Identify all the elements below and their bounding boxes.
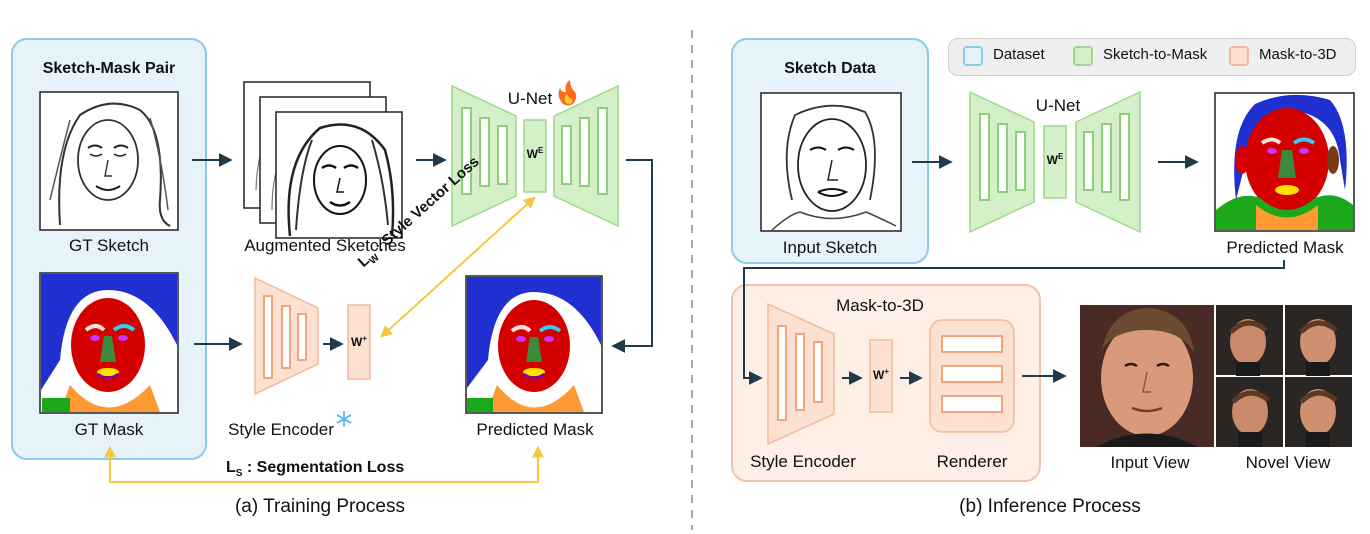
training-wplus-label: W+ [348,334,370,349]
training-predicted-mask-label: Predicted Mask [476,420,594,439]
we-main: W [1046,153,1058,167]
style-vector-loss-line [380,196,536,338]
input-view-label: Input View [1110,453,1190,472]
training-unet-label: U-Net [507,89,553,108]
training-style-encoder-label: Style Encoder [228,420,334,439]
legend-dataset-swatch [963,46,983,66]
training-unet [451,84,619,228]
input-sketch-label: Input Sketch [782,238,878,257]
sketch-data-title: Sketch Data [784,60,876,77]
novel-view-label: Novel View [1245,453,1331,472]
legend-mask-to-3d-swatch [1229,46,1249,66]
we-main: W [526,147,538,161]
training-we-label: WE [524,146,546,161]
inference-predicted-mask-image [1214,92,1355,232]
we-sup: E [537,146,544,155]
seg-loss-text: : Segmentation Loss [242,459,405,476]
wplus-main: W [873,368,885,382]
inference-we-label: WE [1044,152,1066,167]
gt-mask-image [39,272,179,414]
segmentation-loss-line [104,445,544,483]
sketch-mask-pair-title: Sketch-Mask Pair [42,60,176,77]
seg-loss-l: L [226,459,236,476]
augmented-sketches-stack [243,81,403,239]
training-caption: (a) Training Process [234,496,405,517]
augmented-sketches-label: Augmented Sketches [244,236,406,255]
renderer-label: Renderer [936,452,1008,471]
renderer-block [929,319,1015,433]
training-predicted-mask-image [465,275,603,414]
inference-unet-label: U-Net [1035,96,1081,115]
inference-caption: (b) Inference Process [959,496,1141,517]
wplus-main: W [351,335,363,349]
legend-sketch-to-mask-label: Sketch-to-Mask [1103,46,1208,63]
wplus-sup: + [362,334,367,343]
input-sketch-image [760,92,902,232]
gt-sketch-image [39,91,179,231]
legend-mask-to-3d-label: Mask-to-3D [1259,46,1337,63]
gt-mask-label: GT Mask [74,420,144,439]
training-style-encoder [254,276,371,396]
inference-style-encoder [767,302,893,446]
we-sup: E [1057,152,1064,161]
inference-unet [969,90,1141,234]
wplus-sup: + [884,367,889,376]
snowflake-icon [336,411,352,427]
inference-wplus-label: W+ [870,367,892,382]
segmentation-loss-label: LS : Segmentation Loss [226,459,404,479]
mask-to-3d-title: Mask-to-3D [836,296,924,315]
seg-loss-sub: S [235,468,243,480]
inference-style-encoder-label: Style Encoder [750,452,856,471]
legend-dataset-label: Dataset [993,46,1045,63]
arrow-predicted-to-encoder [743,260,1285,385]
legend-sketch-to-mask-swatch [1073,46,1093,66]
arrow-unet-to-predicted [611,159,653,353]
legend: Dataset Sketch-to-Mask Mask-to-3D [948,38,1356,76]
fire-icon [558,80,577,106]
gt-sketch-label: GT Sketch [69,236,149,255]
input-view-image [1080,305,1214,447]
inference-predicted-mask-label: Predicted Mask [1226,238,1344,257]
novel-view-image [1216,305,1352,447]
